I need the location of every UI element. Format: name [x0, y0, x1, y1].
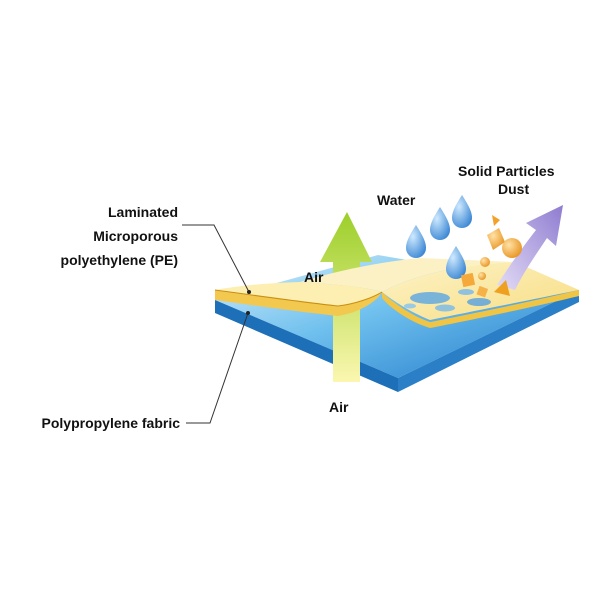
particle-icon [476, 285, 489, 298]
particle-icon [502, 238, 522, 258]
water-droplets [406, 195, 472, 279]
label-air-bottom: Air [329, 399, 349, 415]
dust-arrow [497, 205, 563, 290]
label-air-top: Air [304, 269, 324, 285]
label-laminated: Laminated [108, 204, 178, 220]
particle-icon [487, 228, 505, 250]
leader-dot-polypropylene [246, 311, 250, 315]
label-polyethylene: polyethylene (PE) [61, 252, 178, 268]
water-puddles [404, 289, 491, 312]
label-water: Water [377, 192, 416, 208]
leader-line-pe [182, 224, 250, 293]
leader-dot-pe [247, 290, 251, 294]
particle-icon [480, 257, 490, 267]
leader-line-polypropylene [186, 312, 249, 424]
particle-icon [460, 272, 476, 288]
label-polypropylene-fabric: Polypropylene fabric [42, 415, 181, 431]
water-drop-icon [452, 195, 472, 228]
particle-icon [494, 280, 510, 296]
water-drop-icon [406, 225, 426, 258]
particle-icon [492, 215, 500, 226]
label-dust: Dust [498, 181, 529, 197]
water-drop-icon [446, 246, 466, 279]
leader-lines [182, 224, 250, 424]
particle-icon [478, 272, 486, 280]
label-solid-particles: Solid Particles [458, 163, 555, 179]
water-drop-icon [430, 207, 450, 240]
label-microporous: Microporous [93, 228, 178, 244]
solid-particles [460, 215, 522, 298]
